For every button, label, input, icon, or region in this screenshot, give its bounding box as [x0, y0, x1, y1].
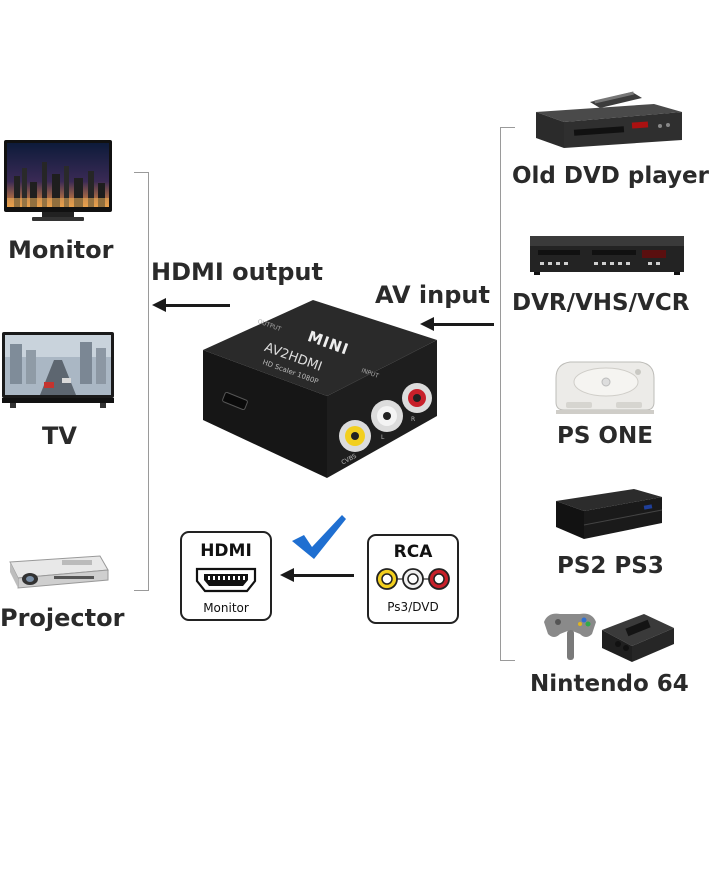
input-label-ps-one: PS ONE [557, 423, 653, 449]
input-label-vcr: DVR/VHS/VCR [512, 290, 690, 316]
input-arrow-head [420, 317, 434, 331]
hdmi-badge-title: HDMI [200, 541, 252, 561]
input-bracket [500, 127, 515, 661]
converter-l-label: L [381, 434, 385, 441]
rca-badge-title: RCA [393, 542, 433, 562]
input-label-dvd: Old DVD player [512, 163, 709, 189]
av2hdmi-converter: MINI AV2HDMI HD Scaler 1080P OUTPUT INPU… [195, 288, 445, 483]
vcr-icon [530, 236, 684, 275]
nintendo-64-icon [544, 613, 674, 662]
badge-arrow [292, 574, 354, 577]
converter-r-label: R [411, 416, 416, 423]
monitor-icon [4, 140, 112, 221]
input-arrow [432, 323, 494, 326]
rca-jack-white [371, 400, 403, 432]
projector-icon [9, 555, 109, 589]
input-label-ps2: PS2 PS3 [557, 553, 664, 579]
rca-badge-subtitle: Ps3/DVD [387, 600, 439, 614]
output-label-monitor: Monitor [8, 236, 114, 264]
tv-icon [2, 332, 114, 408]
input-label-n64: Nintendo 64 [530, 671, 689, 697]
output-label-tv: TV [42, 422, 77, 450]
dvd-player-icon [536, 91, 682, 148]
ps2-console-icon [556, 489, 663, 539]
checkmark-icon [292, 515, 346, 559]
ps-one-console-icon [555, 361, 655, 414]
output-bracket [134, 172, 149, 591]
rca-badge: RCA Ps3/DVD [367, 534, 459, 624]
hdmi-badge-subtitle: Monitor [203, 601, 249, 615]
converter-front-face [203, 350, 327, 478]
converter-top-face [203, 300, 437, 396]
hdmi-connector-icon [195, 567, 257, 593]
hdmi-output-heading: HDMI output [151, 258, 323, 286]
rca-jack-red [402, 383, 432, 413]
output-arrow [164, 304, 230, 307]
hdmi-port [222, 391, 248, 411]
rca-jack-yellow [339, 420, 371, 452]
rca-jacks-icon [376, 568, 450, 590]
badge-arrow-head [280, 568, 294, 582]
output-arrow-head [152, 298, 166, 312]
av-input-heading: AV input [375, 281, 490, 309]
output-label-projector: Projector [0, 604, 125, 632]
hdmi-badge: HDMI Monitor [180, 531, 272, 621]
